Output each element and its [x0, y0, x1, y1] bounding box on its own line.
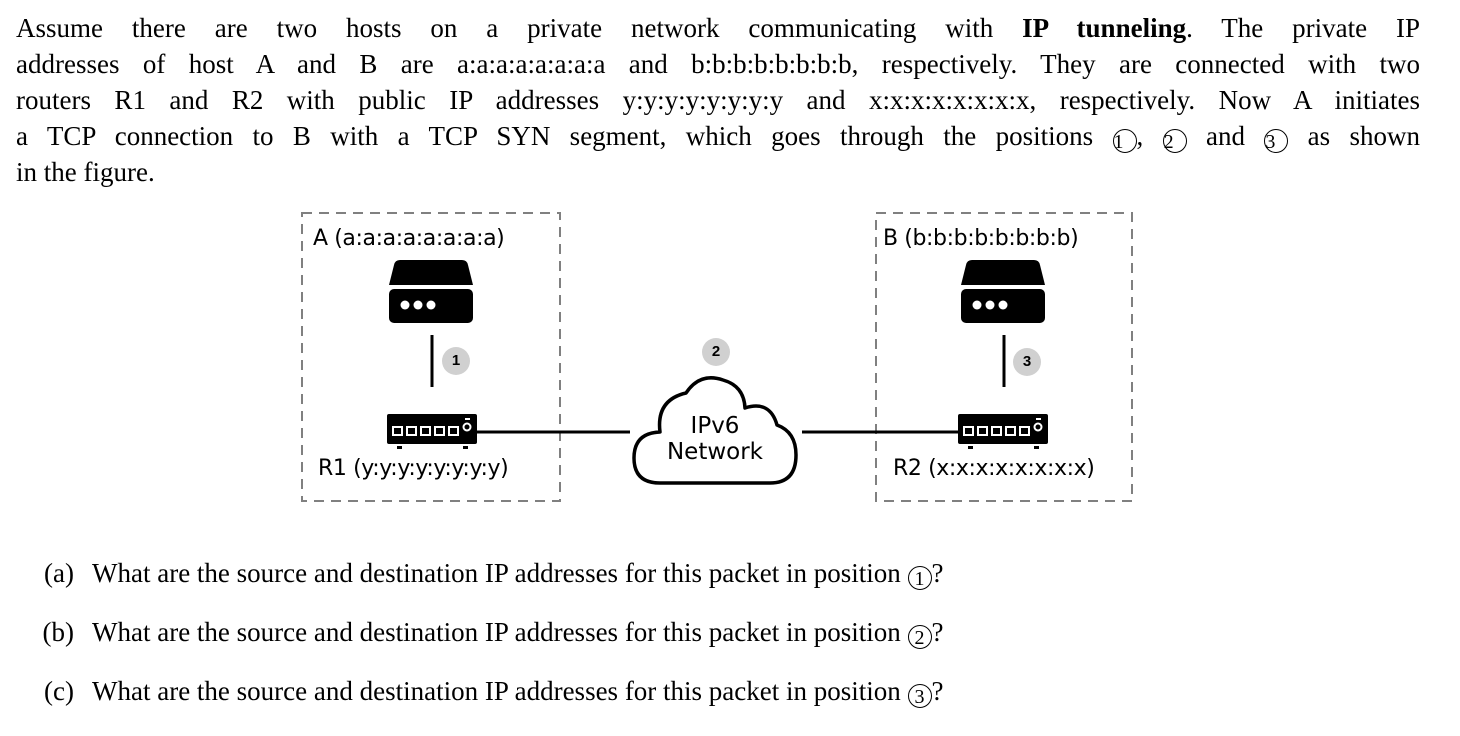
position-marker: 1 — [907, 566, 932, 590]
question-body: What are the source and destination IP a… — [92, 676, 901, 706]
text-segment: Assume there are two hosts on a private … — [16, 13, 1023, 43]
position-badge-3: 3 — [1013, 348, 1041, 376]
position-marker-3: 3 — [1264, 129, 1289, 153]
question-mark: ? — [931, 617, 944, 647]
statement-line: Assume there are two hosts on a private … — [16, 10, 1420, 46]
host-a-label: A (a:a:a:a:a:a:a:a) — [313, 226, 505, 251]
cloud-icon — [632, 376, 798, 485]
cloud-label: IPv6 Network — [645, 413, 785, 465]
position-marker: 2 — [907, 625, 932, 649]
position-marker: 3 — [907, 684, 932, 708]
host-b-icon — [961, 260, 1045, 323]
statement-line: a TCP connection to B with a TCP SYN seg… — [16, 118, 1420, 154]
question-body: What are the source and destination IP a… — [92, 617, 901, 647]
statement-line: routers R1 and R2 with public IP address… — [16, 85, 1420, 115]
position-marker-1: 1 — [1112, 129, 1137, 153]
text-segment: as shown — [1288, 121, 1421, 151]
text-segment: . The private IP — [1186, 13, 1420, 43]
router-r1-icon — [387, 414, 477, 449]
private-network-b-box — [875, 212, 1133, 502]
question-text: What are the source and destination IP a… — [92, 676, 944, 708]
question-text: What are the source and destination IP a… — [92, 617, 944, 649]
host-a-icon — [389, 260, 473, 323]
position-badge-1: 1 — [442, 347, 470, 375]
text-segment: a TCP connection to B with a TCP SYN seg… — [16, 121, 1113, 151]
bold-term: IP tunneling — [1022, 13, 1187, 43]
text-segment: and — [1186, 121, 1265, 151]
router-r2-icon — [958, 414, 1048, 449]
question-label: (b) — [42, 617, 74, 647]
question-text: What are the source and destination IP a… — [92, 558, 944, 590]
cloud-label-line2: Network — [666, 439, 764, 465]
private-network-a-box — [301, 212, 561, 502]
cloud-label-line1: IPv6 — [690, 413, 740, 439]
host-b-label: B (b:b:b:b:b:b:b:b) — [883, 226, 1079, 251]
question-mark: ? — [931, 676, 944, 706]
problem-statement: Assume there are two hosts on a private … — [16, 10, 1420, 190]
text-segment: , — [1136, 121, 1163, 151]
question-label: (a) — [44, 558, 74, 588]
statement-line: addresses of host A and B are a:a:a:a:a:… — [16, 49, 1420, 79]
statement-line: in the figure. — [16, 157, 155, 187]
question-mark: ? — [931, 558, 944, 588]
router-r2-label: R2 (x:x:x:x:x:x:x:x) — [893, 456, 1095, 481]
position-badge-2: 2 — [702, 338, 730, 366]
position-marker-2: 2 — [1162, 129, 1187, 153]
question-body: What are the source and destination IP a… — [92, 558, 901, 588]
router-r1-label: R1 (y:y:y:y:y:y:y:y) — [318, 456, 509, 481]
question-label: (c) — [44, 676, 74, 706]
